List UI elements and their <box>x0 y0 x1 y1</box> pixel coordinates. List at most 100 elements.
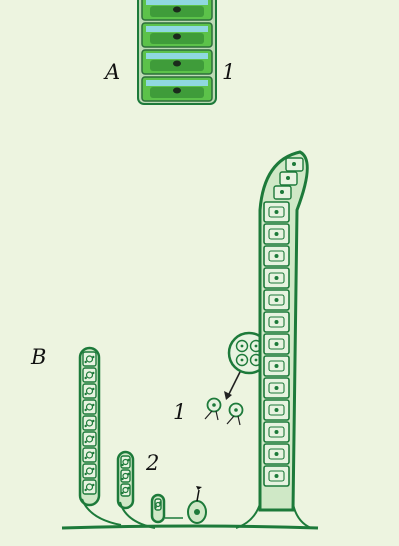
filament-b-tall-granule <box>84 472 87 476</box>
filament-b-mature-apical-nucleus <box>292 162 296 166</box>
sporangium-spore-nucleus <box>254 344 258 348</box>
filament-b-tall-cell <box>82 399 97 415</box>
filament-b-tall-granule <box>84 408 87 412</box>
filament-b-tall-granule <box>92 355 95 359</box>
filament-b-mature-nucleus <box>274 210 279 214</box>
filament-b-tall-granule <box>92 419 95 423</box>
zoospores <box>204 397 244 426</box>
germling-nucleus <box>194 509 200 515</box>
sporangium-spore-nucleus <box>240 358 244 362</box>
filament-b-tall-granule <box>84 488 87 492</box>
filament-b-tall <box>78 346 122 526</box>
sporangium-spore <box>235 353 249 367</box>
filament-a-vacuole <box>146 0 208 5</box>
filament-b-mature-nucleus <box>274 452 279 456</box>
filament-b-mature-chloroplast <box>268 250 285 262</box>
filament-b-young-granule <box>154 506 157 509</box>
filament-b-tall-nucleus <box>85 419 94 427</box>
filament-b-tall-nucleus <box>85 371 94 379</box>
filament-a-nucleus <box>173 60 181 67</box>
filament-b-mature-chloroplast <box>268 316 285 328</box>
filament-b-mature-chloroplast <box>268 404 285 416</box>
filament-b-tall-granule <box>92 467 95 471</box>
release-arrow <box>227 371 241 397</box>
filament-b-mature <box>235 150 312 529</box>
zoospore-flagellum <box>204 410 213 420</box>
filament-b-mature-nucleus <box>274 364 279 368</box>
filament-b-short-cell <box>120 469 131 483</box>
germling-flagellum-tip <box>196 486 202 490</box>
filament-b-tall-nucleus <box>85 467 94 475</box>
sporangium-spore-nucleus <box>254 358 258 362</box>
filament-b-short-holdfast <box>119 501 156 529</box>
substrate-line <box>61 524 319 530</box>
filament-b-tall-cell <box>82 479 97 495</box>
filament-b-tall-granule <box>84 424 87 428</box>
filament-b-mature-chloroplast <box>268 206 285 218</box>
filament-b-tall-granule <box>92 451 95 455</box>
filament-b-short-nucleus <box>122 472 129 480</box>
filament-b-tall-cell <box>82 383 97 399</box>
label-panel-b: B <box>31 345 47 369</box>
zoospore-nucleus <box>234 408 238 412</box>
filament-b-tall-cell <box>82 351 97 367</box>
filament-b-short-granule <box>121 463 124 467</box>
filament-b-young-nucleus <box>155 501 161 508</box>
filament-b-mature-chloroplast <box>268 338 285 350</box>
germling-flagellum <box>196 489 200 502</box>
filament-b-mature-nucleus <box>274 342 279 346</box>
filament-b-tall-nucleus <box>85 435 94 443</box>
filament-b-tall-granule <box>84 376 87 380</box>
release-arrow-head <box>224 391 232 400</box>
filament-b-mature-nucleus <box>274 430 279 434</box>
filament-b-mature-apical-nucleus <box>280 190 284 194</box>
filament-b-mature-chloroplast <box>268 360 285 372</box>
filament-a-nucleus <box>173 87 181 94</box>
sporangium-spore <box>235 339 249 353</box>
germinating-zoospore <box>165 486 207 524</box>
filament-b-tall-granule <box>84 456 87 460</box>
zoospore-flagellum <box>237 415 241 426</box>
zoospore-flagellum <box>215 410 219 421</box>
filament-b-tall-nucleus <box>85 451 94 459</box>
filament-b-tall-granule <box>84 360 87 364</box>
filament-b-short-granule <box>121 477 124 481</box>
filament-b-mature-holdfast <box>235 503 261 529</box>
filament-b-mature-nucleus <box>274 276 279 280</box>
filament-b-tall-nucleus <box>85 403 94 411</box>
filament-b-tall-cell <box>82 463 97 479</box>
filament-a-vacuole <box>146 80 208 86</box>
filament-b-tall-nucleus <box>85 387 94 395</box>
filament-b-tall-granule <box>92 387 95 391</box>
filament-b-mature-nucleus <box>274 474 279 478</box>
filament-b-tall-nucleus <box>85 355 94 363</box>
filament-b-short-nucleus <box>122 458 129 466</box>
filament-b-tall-granule <box>84 392 87 396</box>
filament-b-mature-chloroplast <box>268 470 285 482</box>
filament-b-mature-apical-nucleus <box>286 176 290 180</box>
filament-a-vacuole <box>146 26 208 32</box>
filament-b-mature-chloroplast <box>268 426 285 438</box>
filament-b-young <box>150 493 166 524</box>
filament-b-mature-nucleus <box>274 298 279 302</box>
filament-b-short-nucleus <box>122 486 129 494</box>
filament-b-mature-chloroplast <box>268 294 285 306</box>
label-a-marker-1: 1 <box>222 60 236 84</box>
filament-b-short-granule <box>127 472 130 476</box>
filament-a-nucleus <box>173 6 181 13</box>
filament-b-short-cell <box>120 455 131 469</box>
filament-b-mature-chloroplast <box>268 272 285 284</box>
filament-b-tall-cell <box>82 447 97 463</box>
filament-b-tall-cell <box>82 367 97 383</box>
filament-b-mature-chloroplast <box>268 382 285 394</box>
filament-b-short-granule <box>127 486 130 490</box>
filament-b-mature-nucleus <box>274 408 279 412</box>
sporangium-spore-nucleus <box>240 344 244 348</box>
filament-b-tall-nucleus <box>85 483 94 491</box>
substrate-line-path <box>61 524 319 530</box>
filament-b-tall-granule <box>92 371 95 375</box>
filament-b-tall-granule <box>84 440 87 444</box>
filament-b-mature-nucleus <box>274 232 279 236</box>
